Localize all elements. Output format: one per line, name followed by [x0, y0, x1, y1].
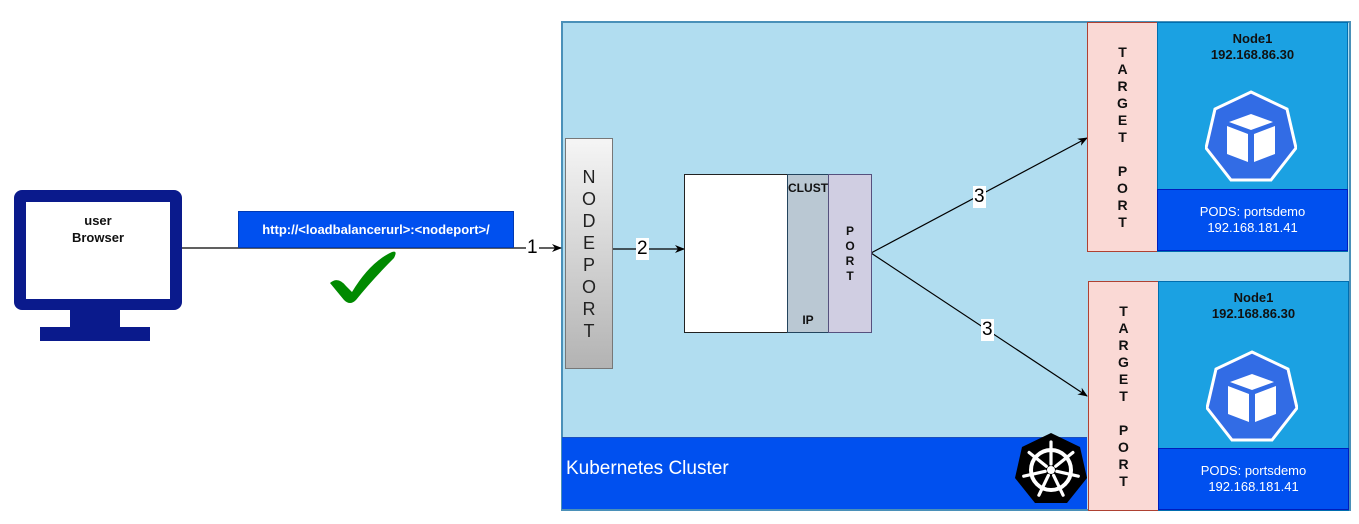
- pods-label: PODS: portsdemo: [1200, 463, 1307, 478]
- target-port-letter: R: [1118, 336, 1129, 353]
- monitor-screen: [26, 202, 170, 299]
- port-letter: T: [846, 268, 854, 283]
- pods-label: PODS: portsdemo: [1199, 204, 1306, 219]
- monitor-base: [40, 327, 150, 341]
- target-port-letter: T: [1119, 387, 1128, 404]
- target-port-letter: E: [1117, 111, 1128, 128]
- pods-ip: 192.168.181.41: [1207, 220, 1298, 235]
- edge-label-3-top: 3: [973, 186, 986, 208]
- cluster-label-band: [562, 437, 1087, 509]
- node-ip: 192.168.86.30: [1211, 306, 1296, 321]
- cluster-label: Kubernetes Cluster: [566, 458, 729, 479]
- target-port-letter: P: [1118, 421, 1129, 438]
- cluster-ip-suffix: IP: [802, 313, 814, 327]
- edge-label-2: 2: [636, 238, 649, 260]
- pod-cube-icon: [1205, 90, 1297, 182]
- target-port-letter: T: [1118, 43, 1127, 60]
- target-port-letter: T: [1119, 472, 1128, 489]
- target-port-letter: A: [1117, 60, 1128, 77]
- cluster-ip-letter: L: [796, 181, 805, 195]
- nodeport-letter: N: [582, 166, 596, 187]
- node-ip: 192.168.86.30: [1210, 47, 1295, 62]
- pods-ip: 192.168.181.41: [1208, 479, 1299, 494]
- kubernetes-helm-icon: [1015, 433, 1087, 503]
- target-port-letter: R: [1118, 455, 1129, 472]
- pod-cube-icon: [1206, 350, 1298, 442]
- target-port-letter: O: [1117, 179, 1128, 196]
- target-port-letter: P: [1117, 162, 1128, 179]
- target-port-letter: G: [1117, 94, 1128, 111]
- node-title: Node1 192.168.86.30: [1157, 31, 1348, 63]
- target-port-letter: T: [1119, 302, 1128, 319]
- node-name: Node1: [1232, 31, 1273, 46]
- client-label-line1: user: [84, 213, 112, 228]
- port-letter: O: [845, 238, 855, 253]
- nodeport-letter: E: [582, 232, 595, 253]
- pods-box: PODS: portsdemo 192.168.181.41: [1157, 189, 1348, 251]
- cluster-ip-letter: T: [820, 181, 829, 195]
- cluster-ip-letter: C: [788, 181, 797, 195]
- target-port-letter: A: [1118, 319, 1129, 336]
- port-letter: R: [845, 253, 855, 268]
- target-port-letter: T: [1118, 213, 1127, 230]
- port-letter: P: [845, 223, 854, 238]
- cluster-ip-label: CLUSTER: [788, 181, 845, 196]
- nodeport-letter: P: [582, 254, 595, 275]
- target-port-letter: G: [1118, 353, 1129, 370]
- cluster-ip-box: CLUSTER IP: [787, 174, 845, 333]
- target-port-letter: O: [1118, 438, 1129, 455]
- nodeport-letter: T: [583, 320, 595, 341]
- target-port-letter: R: [1117, 196, 1128, 213]
- nodeport-letter: R: [582, 298, 596, 319]
- target-port-letter: E: [1118, 370, 1129, 387]
- pods-box: PODS: portsdemo 192.168.181.41: [1158, 448, 1349, 510]
- request-url: http://<loadbalancerurl>:<nodeport>/: [262, 222, 490, 237]
- cluster-ip-letter: U: [804, 181, 813, 195]
- nodeport-letter: D: [582, 210, 596, 231]
- nodeport-letter: O: [581, 188, 596, 209]
- checkmark-icon: [330, 251, 396, 303]
- monitor-stand: [70, 308, 120, 328]
- edge-label-1: 1: [526, 237, 539, 259]
- node-name: Node1: [1233, 290, 1274, 305]
- client-label: user Browser: [26, 212, 170, 246]
- edge-label-3-bottom: 3: [981, 319, 994, 341]
- client-label-line2: Browser: [71, 230, 125, 245]
- target-port-letter: R: [1117, 77, 1128, 94]
- edge-port-to-target-bottom: [870, 252, 1088, 397]
- node-title: Node1 192.168.86.30: [1158, 290, 1349, 322]
- target-port-letter: T: [1118, 128, 1127, 145]
- request-url-banner: http://<loadbalancerurl>:<nodeport>/: [238, 211, 514, 248]
- service-box: [684, 174, 788, 333]
- cluster-ip-letter: S: [812, 181, 821, 195]
- nodeport-letter: O: [581, 276, 596, 297]
